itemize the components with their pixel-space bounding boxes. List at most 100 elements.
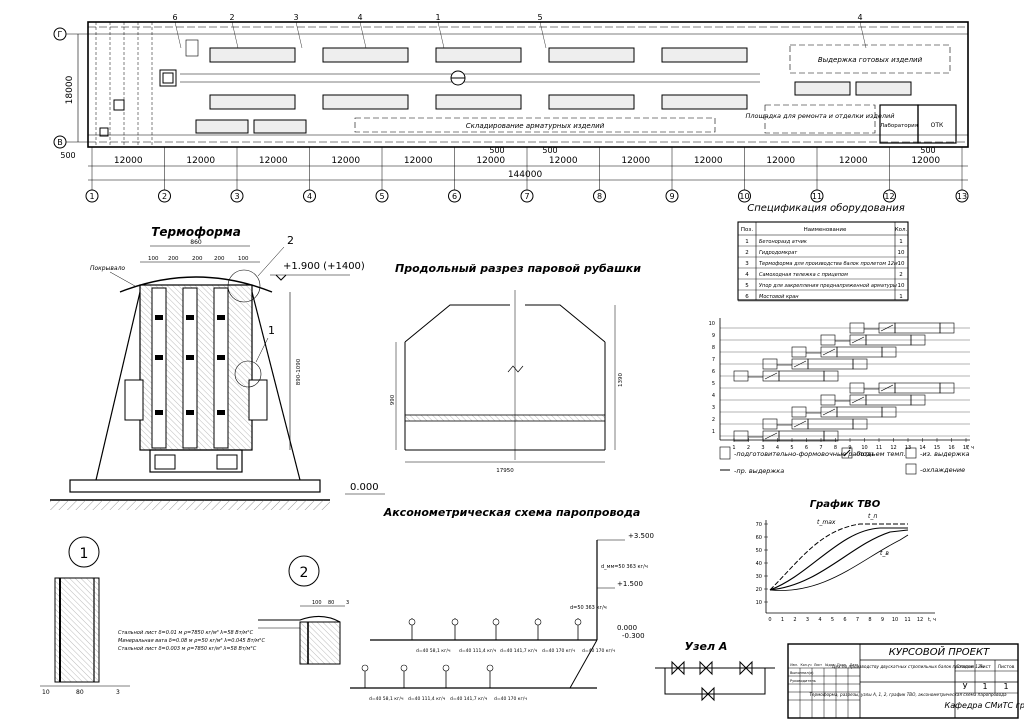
spec-name: Гидродомкрат [759, 250, 798, 256]
zone-lab: Лаборатория [880, 123, 918, 129]
sched-y-label: 5 [712, 381, 715, 387]
spec-name: Термоформа для производства балок пролет… [759, 261, 898, 267]
title-termoforma: Термоформа [151, 225, 241, 239]
edge-dim-mid2: 500 [542, 146, 557, 155]
tvo-x-unit: t, ч [928, 617, 936, 623]
pipe-branch-label: d=40 170 кг/ч [542, 648, 575, 654]
zone-rebar-storage: Складирование арматурных изделий [466, 122, 605, 130]
stamp-row-label: Дата [850, 663, 858, 667]
height-dim-term: 890-1090 [296, 358, 302, 385]
spec-qty: 10 [898, 250, 905, 256]
tvo-x-tick: 2 [793, 617, 796, 623]
main-label: d_мм=50 363 кг/ч [601, 564, 648, 570]
height-dim: 18000 [65, 75, 75, 104]
tvo-x-tick: 0 [768, 617, 771, 623]
detail-2-num: 2 [300, 565, 309, 581]
spec-pos: 2 [745, 250, 749, 256]
tvo-x-tick: 5 [831, 617, 834, 623]
sched-forming [762, 418, 778, 430]
pipe-lower-label: d=40 58,1 кг/ч [369, 696, 404, 702]
callout-leader [359, 21, 367, 49]
sched-x-label: 4 [776, 445, 779, 451]
tvo-y-tick: 60 [756, 535, 762, 541]
elev-1500: +1.500 [617, 580, 643, 588]
callout-leader [859, 21, 867, 49]
detail-1-dim-2: 3 [116, 689, 120, 696]
sched-cool [881, 346, 897, 358]
form-bottom [661, 94, 748, 110]
spec-pos: 5 [745, 283, 749, 289]
legend-isothermal: -из. выдержка [920, 450, 970, 458]
tvo-y-tick: 70 [756, 522, 762, 528]
plan-callout: 2 [229, 13, 234, 22]
pipe-lower-label: d=40 111,4 кг/ч [408, 696, 446, 702]
riser-label: d=50 363 кг/ч [570, 605, 607, 611]
sched-x-unit: t, ч [966, 445, 974, 451]
detail-2-dim-0: 100 [312, 600, 322, 606]
legend-cooling: -охлаждение [920, 466, 965, 474]
detail-2-dim-1: 80 [328, 600, 334, 606]
pipe-valve [451, 618, 459, 626]
sched-x-label: 16 [948, 445, 954, 451]
top-dim: 860 [190, 239, 202, 246]
callout-leader [295, 21, 303, 49]
pipe-lower-label: d=40 170 кг/ч [494, 696, 527, 702]
detail-2: 2 100 80 3 [258, 555, 349, 665]
pipe-lower-valve [361, 664, 369, 672]
detail-1-note-2: Стальной лист δ=0.003 м ρ=7850 кг/м³ λ=5… [118, 646, 257, 652]
span-dim: 12000 [186, 156, 215, 166]
axis-circle [85, 189, 99, 203]
span-dim: 12000 [114, 156, 143, 166]
spec-qty: 10 [898, 261, 905, 267]
sched-forming [849, 322, 865, 334]
sched-cool [910, 394, 926, 406]
axis-number: 3 [234, 192, 239, 201]
sched-x-label: 2 [747, 445, 750, 451]
pipe-valve [574, 618, 582, 626]
pipe-valve [408, 618, 416, 626]
detail-1-num: 1 [80, 546, 89, 562]
tvo-x-tick: 10 [892, 617, 898, 623]
sched-cool [823, 430, 839, 442]
form-top [435, 47, 522, 63]
pipe-branch-label: d=40 170 кг/ч [582, 648, 615, 654]
pipe-lower-valve [486, 664, 494, 672]
plan-callout: 4 [357, 13, 362, 22]
sched-y-label: 10 [709, 321, 715, 327]
span-dim: 12000 [911, 156, 940, 166]
span-dim: 12000 [476, 156, 505, 166]
elev-top: +1.900 (+1400) [283, 261, 365, 272]
sched-x-label: 1 [732, 445, 735, 451]
form-top [209, 47, 296, 63]
span-dim: 12000 [766, 156, 795, 166]
sched-x-label: 12 [890, 445, 896, 451]
tvo-y-tick: 10 [756, 600, 762, 606]
spec-pos: 4 [745, 272, 749, 278]
section-length: 17950 [496, 468, 514, 474]
legend-pre-hold: -пр. выдержка [734, 467, 784, 475]
spec-name: Бетоноразд атчик [759, 239, 807, 245]
axis-circle [230, 189, 244, 203]
sched-x-label: 6 [805, 445, 808, 451]
axis-number: 13 [957, 192, 967, 201]
elev-m0300: -0.300 [622, 632, 645, 640]
tvo-x-tick: 4 [818, 617, 821, 623]
pipe-branch-label: d=40 58,1 кг/ч [416, 648, 451, 654]
sched-cool [852, 358, 868, 370]
stage-v0: У [963, 682, 968, 691]
detail-1-dim-0: 10 [42, 689, 50, 696]
pipe-valve [492, 618, 500, 626]
span-dim: 12000 [259, 156, 288, 166]
sched-forming [849, 382, 865, 394]
stage-v1: 1 [982, 682, 987, 691]
sched-heat-arrow [764, 372, 778, 380]
form-bottom [435, 94, 522, 110]
total-dim: 144000 [508, 170, 543, 180]
stamp-org: Кафедра СМиТС гр. [945, 701, 1024, 710]
axis-circle [375, 189, 389, 203]
tvo-x-tick: 9 [881, 617, 884, 623]
sched-heat-arrow [822, 348, 836, 356]
edge-dim-left: 500 [60, 151, 75, 160]
detail-1-note-0: Стальной лист δ=0.01 м ρ=7850 кг/м³ λ=58… [118, 630, 254, 636]
sched-cool [939, 322, 955, 334]
